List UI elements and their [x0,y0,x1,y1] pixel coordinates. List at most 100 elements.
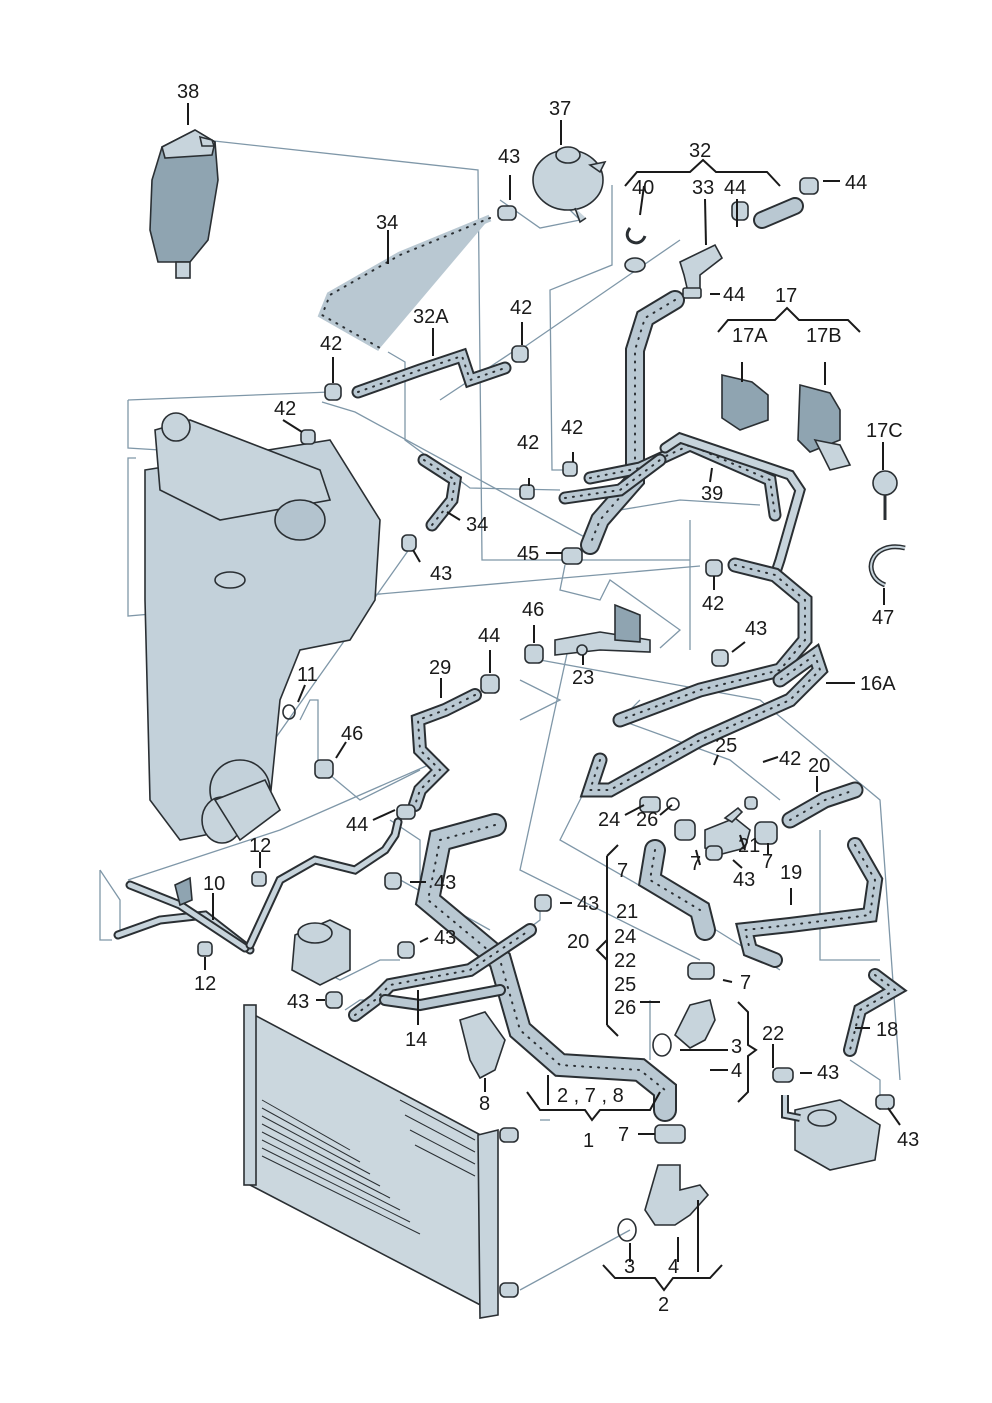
label-43: 43 [817,1062,839,1084]
part-33-connector [679,243,724,293]
label-4: 4 [731,1060,742,1082]
hoses [317,197,908,1122]
label-24: 24 [614,926,636,948]
part-8-bracket [459,1011,506,1080]
clamp-42-d [519,484,535,500]
nut-12-b [197,941,213,957]
label-44: 44 [478,625,500,647]
part-40-clip [624,227,647,273]
label-38: 38 [177,81,199,103]
label-22: 22 [762,1023,784,1045]
label-2: 2 [658,1294,669,1316]
clamp-7-a [674,819,696,841]
label-32A: 32A [413,306,449,328]
label-7: 7 [618,1124,629,1146]
label-43: 43 [733,869,755,891]
label-4: 4 [668,1256,679,1278]
nut-12-a [251,871,267,887]
label-44: 44 [723,284,745,306]
part-22-elbow [652,999,716,1057]
label-39: 39 [701,483,723,505]
clamp-43-j [875,1094,895,1110]
clamp-44-d [480,674,500,694]
label-43: 43 [430,563,452,585]
label-10: 10 [203,873,225,895]
label-20: 20 [567,931,589,953]
label-45: 45 [517,543,539,565]
clamp-43-c [711,649,729,667]
label-43: 43 [897,1129,919,1151]
label-22: 22 [614,950,636,972]
part-number-labels: 38 37 43 32 40 33 44 44 34 44 17 32A 42 … [177,81,919,1316]
label-25: 25 [715,735,737,757]
oil-cooler [781,1095,881,1171]
power-steering-reservoir [291,919,351,986]
label-3: 3 [731,1036,742,1058]
label-7: 7 [740,972,751,994]
label-40: 40 [632,177,654,199]
label-44: 44 [724,177,746,199]
label-43: 43 [434,927,456,949]
label-1: 1 [583,1130,594,1152]
part-17c-clip [872,470,898,520]
label-24: 24 [598,809,620,831]
label-37: 37 [549,98,571,120]
label-34: 34 [466,514,488,536]
clamp-43-g [325,991,343,1009]
part-2-t-piece [617,1164,710,1242]
label-44: 44 [346,814,368,836]
label-21: 21 [616,901,638,923]
clamp-44-mid [682,287,702,299]
label-46: 46 [522,599,544,621]
engine-block [144,412,381,841]
part-37-expansion-tank [532,146,607,224]
label-26: 26 [614,997,636,1019]
part-47-clamp [868,544,906,588]
clamp-7-e [654,1124,686,1144]
clamp-42-c [300,429,316,445]
label-46: 46 [341,723,363,745]
label-42: 42 [702,593,724,615]
clamp-42-b [511,345,529,363]
label-43: 43 [498,146,520,168]
clamp-45 [561,547,583,565]
part-17b-bracket [797,383,852,471]
clamp-43-i [772,1067,794,1083]
clamp-44-top [731,201,749,221]
label-12: 12 [194,973,216,995]
label-23: 23 [572,667,594,689]
clamp-42-e [562,461,578,477]
label-19: 19 [780,862,802,884]
part-23-coolant-flange [554,603,651,656]
label-42: 42 [517,432,539,454]
label-43: 43 [434,872,456,894]
label-17B: 17B [806,325,842,347]
label-7: 7 [690,853,701,875]
label-26: 26 [636,809,658,831]
part-17a-bracket [721,373,769,431]
label-3: 3 [624,1256,635,1278]
label-17A: 17A [732,325,768,347]
clamp-42-a [324,383,342,401]
label-8: 8 [479,1093,490,1115]
label-42: 42 [561,417,583,439]
label-33: 33 [692,177,714,199]
label-47: 47 [872,607,894,629]
label-25: 25 [614,974,636,996]
seal-11 [282,704,296,720]
label-2-7-8: 2 , 7 , 8 [557,1085,624,1107]
clamp-44-e [396,804,416,820]
label-34: 34 [376,212,398,234]
clamp-42-g [705,559,723,577]
clamp-43-b [401,534,417,552]
label-29: 29 [429,657,451,679]
label-43: 43 [287,991,309,1013]
clamp-46-a [524,644,544,664]
clamp-43-top [497,205,517,221]
label-12: 12 [249,835,271,857]
label-32: 32 [689,140,711,162]
label-42: 42 [510,297,532,319]
label-16A: 16A [860,673,896,695]
intake-pipe [201,778,282,844]
